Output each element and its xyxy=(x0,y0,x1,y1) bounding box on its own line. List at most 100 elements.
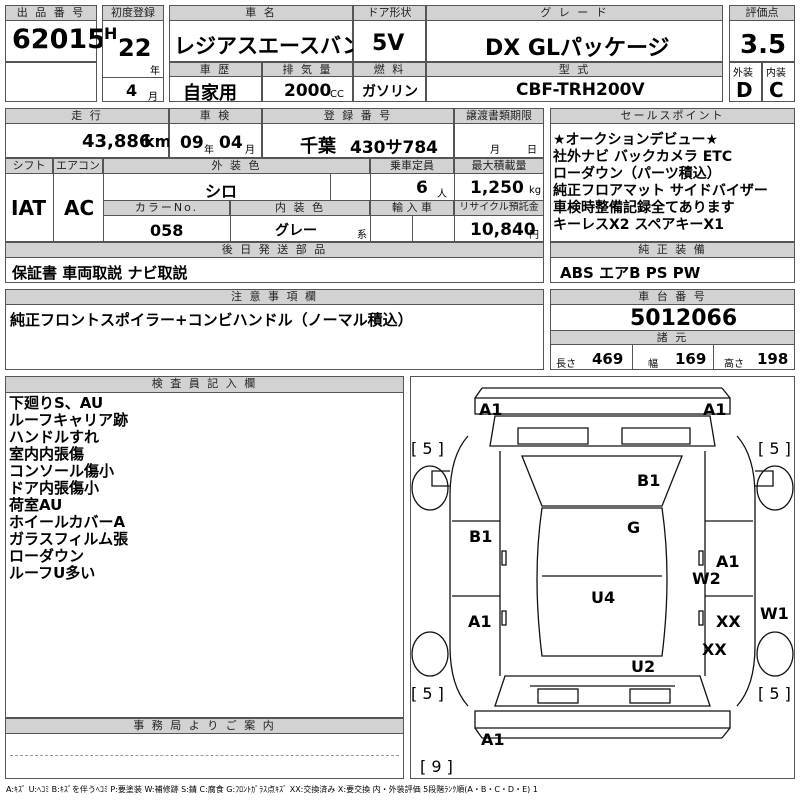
lot-number-header: 出 品 番 号 xyxy=(5,5,97,21)
shift-type: IAT xyxy=(11,196,47,220)
doors-header: ドア形状 xyxy=(353,5,426,21)
notes-text: 純正フロントスポイラー+コンビハンドル（ノーマル積込） xyxy=(10,311,413,329)
damage-mark: XX xyxy=(716,612,741,631)
capacity: 6 xyxy=(416,178,428,198)
width-label: 幅 xyxy=(648,359,658,370)
inspector-note: ローダウン xyxy=(9,547,85,565)
mileage: 43,886 xyxy=(82,131,152,152)
sales-point-line: 車検時整備記録全てあります xyxy=(553,200,735,216)
max-load-unit: kg xyxy=(529,185,542,196)
inspector-note: 室内内張傷 xyxy=(9,445,85,463)
damage-mark: U2 xyxy=(631,657,656,676)
damage-mark: XX xyxy=(702,640,727,659)
vehicle-history: 自家用 xyxy=(183,83,237,104)
height-label: 高さ xyxy=(724,359,744,370)
damage-mark: U4 xyxy=(591,588,616,607)
year-unit: 年 xyxy=(150,66,160,77)
damage-mark: B1 xyxy=(469,527,493,546)
sales-points-box xyxy=(550,108,795,242)
inspection-year-unit: 年 xyxy=(204,145,214,156)
recycle-fee: 10,840 xyxy=(470,220,536,240)
color-no-header: カラーNo. xyxy=(103,200,230,216)
length-label: 長さ xyxy=(556,359,576,370)
inspection-header: 車 検 xyxy=(169,108,262,124)
exterior-grade-header: 外装 xyxy=(733,68,753,79)
transfer-header: 譲渡書類期限 xyxy=(454,108,544,124)
chassis-header: 車 台 番 号 xyxy=(550,289,795,305)
mileage-header: 走 行 xyxy=(5,108,169,124)
damage-mark: W1 xyxy=(760,604,789,623)
tire-score: [ 5 ] xyxy=(758,439,791,458)
color-inner-divider xyxy=(330,174,331,200)
damage-mark: B1 xyxy=(637,471,661,490)
interior-grade: C xyxy=(769,78,784,102)
import-header: 輸 入 車 xyxy=(370,200,454,216)
tire-score: [ 5 ] xyxy=(411,684,444,703)
capacity-header: 乗車定員 xyxy=(370,158,454,174)
width-value: 169 xyxy=(675,350,707,368)
sales-point-line: 純正フロアマット サイドバイザー xyxy=(553,183,768,199)
damage-mark: A1 xyxy=(716,552,740,571)
displacement-header: 排 気 量 xyxy=(262,62,353,77)
recycle-unit: 円 xyxy=(529,230,539,241)
car-name: レジアスエースバン xyxy=(174,34,363,58)
car-name-header: 車 名 xyxy=(169,5,353,21)
ext-color-header: 外 装 色 xyxy=(103,158,370,174)
auction-score: 3.5 xyxy=(740,30,787,60)
transfer-day: 日 xyxy=(527,145,537,156)
inspection-month: 04 xyxy=(219,133,243,153)
sales-points-header: セールスポイント xyxy=(550,108,795,124)
int-color-header: 内 装 色 xyxy=(230,200,370,216)
km-unit: km xyxy=(144,132,172,151)
lot-number: 62015 xyxy=(12,24,106,55)
grade: DX GLパッケージ xyxy=(485,36,670,61)
recycle-header: リサイクル預託金 xyxy=(454,200,544,216)
exterior-grade: D xyxy=(736,78,753,102)
shift-ac-divider xyxy=(53,158,54,242)
inspector-note: ハンドルすれ xyxy=(9,428,100,446)
length-value: 469 xyxy=(592,350,624,368)
sales-point-line: 社外ナビ バックカメラ ETC xyxy=(553,149,733,165)
spare-tire-score: [ 9 ] xyxy=(420,757,453,776)
inspection-month-unit: 月 xyxy=(245,145,255,156)
tire-score: [ 5 ] xyxy=(411,439,444,458)
history-header: 車 歴 xyxy=(169,62,262,77)
exterior-grade-box xyxy=(729,62,762,102)
first-reg-month: 4 xyxy=(126,81,138,100)
grade-header: グ レ ー ド xyxy=(426,5,723,21)
tire-score: [ 5 ] xyxy=(758,684,791,703)
capacity-unit: 人 xyxy=(437,189,447,200)
ac-header: エアコン xyxy=(53,158,103,174)
fuel-type: ガソリン xyxy=(362,84,418,100)
transfer-month: 月 xyxy=(490,145,500,156)
shift-header: シフト xyxy=(5,158,53,174)
color-number: 058 xyxy=(150,221,184,240)
first-reg-year: 22 xyxy=(118,34,152,62)
fuel-header: 燃 料 xyxy=(353,62,426,77)
inspection-year: 09 xyxy=(180,133,204,153)
spec-divider-2 xyxy=(713,345,714,370)
inspector-note: 下廻りS、AU xyxy=(9,394,104,412)
interior-grade-header: 内装 xyxy=(766,68,786,79)
model-header: 型 式 xyxy=(426,62,723,77)
plate-number: 430サ784 xyxy=(350,138,438,158)
first-registration-box xyxy=(102,5,164,102)
first-reg-divider xyxy=(102,77,164,78)
sales-points-list: ★オークションデビュー★ 社外ナビ バックカメラ ETC ローダウン（パーツ積込… xyxy=(553,132,768,234)
inspector-box xyxy=(5,376,404,718)
inspector-note: コンソール傷小 xyxy=(9,462,115,480)
plate-header: 登 録 番 号 xyxy=(262,108,454,124)
score-header: 評価点 xyxy=(729,5,795,21)
sales-point-line: ローダウン（パーツ積込） xyxy=(553,166,721,182)
interior-color-suffix: 系 xyxy=(357,230,367,241)
inspector-note: ガラスフィルム張 xyxy=(9,530,129,548)
damage-mark: A1 xyxy=(468,612,492,631)
standard-equip: ABS エアB PS PW xyxy=(560,264,701,282)
spec-divider-1 xyxy=(632,345,633,370)
diagram-box xyxy=(410,376,795,779)
damage-mark: G xyxy=(627,518,641,537)
max-load-header: 最大積載量 xyxy=(454,158,544,174)
damage-mark: A1 xyxy=(703,400,727,419)
chassis-number: 5012066 xyxy=(630,306,738,331)
month-unit: 月 xyxy=(148,92,158,103)
